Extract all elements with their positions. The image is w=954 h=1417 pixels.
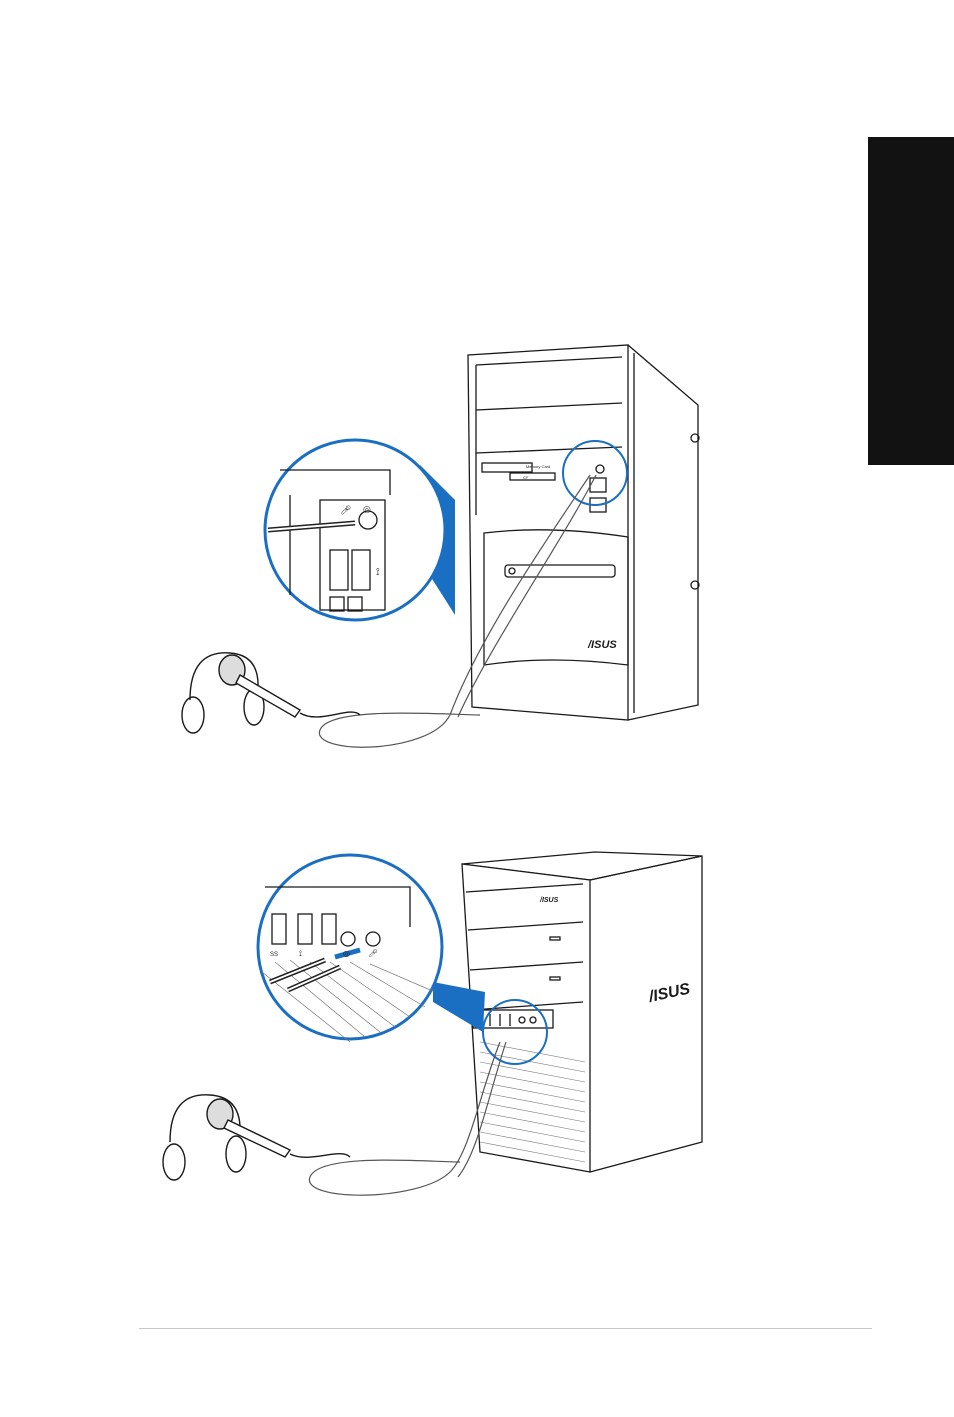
footer-rule — [139, 1328, 872, 1329]
headphone-jack-icon: ◎ — [363, 504, 371, 514]
figure-headset-bottom-tower: /ISUS /ISUS — [150, 842, 750, 1207]
figure-headset-top-tower: Memory Card CF /ISUS — [150, 335, 750, 775]
brand-logo-top: /ISUS — [587, 639, 617, 651]
cf-label: CF — [523, 475, 529, 480]
usb-icon: ⟟ — [376, 567, 380, 578]
microphone-jack-icon: 🎤︎ — [340, 505, 351, 515]
brand-logo-front: /ISUS — [539, 897, 559, 904]
headset-microphone-top — [182, 653, 360, 733]
tower-illustration-top: Memory Card CF /ISUS — [150, 335, 750, 775]
jack-callout-bottom: SS ⟟ ◎ 🎤︎ — [258, 855, 442, 1042]
language-side-tab — [868, 137, 954, 465]
memory-card-label: Memory Card — [526, 464, 550, 469]
tower-illustration-bottom: /ISUS /ISUS — [150, 842, 750, 1207]
headphone-jack-icon: ◎ — [343, 949, 350, 958]
jack-callout-top: 🎤︎ ◎ ⟟ — [265, 440, 445, 620]
brand-logo-side: /ISUS — [646, 981, 692, 1007]
usb3-icon: SS — [270, 952, 278, 958]
microphone-jack-icon: 🎤︎ — [368, 949, 378, 958]
usb-icon: ⟟ — [299, 949, 302, 958]
